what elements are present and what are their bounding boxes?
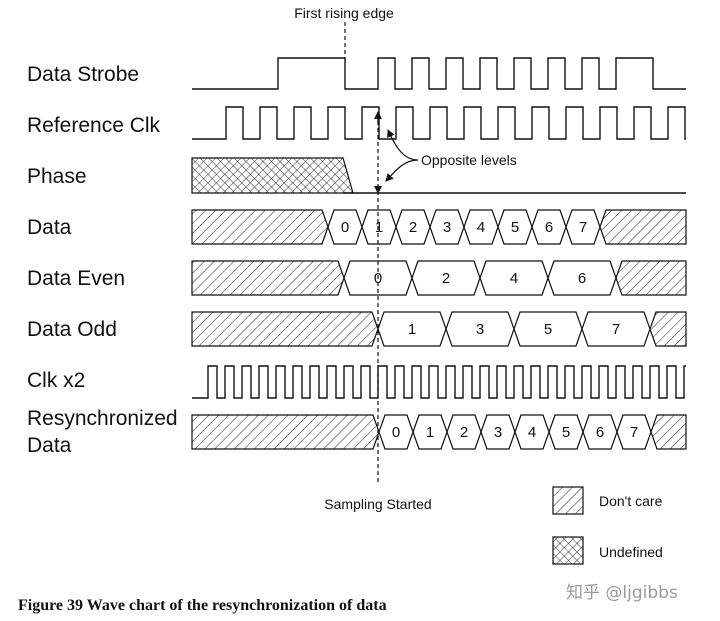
resync-data-bus-tail bbox=[650, 414, 687, 450]
data-odd-bus-value: 1 bbox=[408, 321, 416, 338]
data-even-bus-tail bbox=[615, 260, 687, 296]
resync-data-bus-value: 5 bbox=[562, 424, 570, 441]
legend-dont-care-swatch bbox=[552, 486, 584, 515]
opposite-arrow-down bbox=[385, 159, 419, 182]
data-bus-tail bbox=[599, 209, 687, 245]
resync-data-bus-value: 6 bbox=[596, 424, 604, 441]
data-strobe-wave bbox=[192, 57, 686, 90]
resync-data-bus-value: 2 bbox=[460, 424, 468, 441]
label-resynchronized: Resynchronized bbox=[27, 407, 178, 430]
label-resynchronized-data: Data bbox=[27, 434, 72, 457]
data-odd-bus-value: 5 bbox=[544, 321, 552, 338]
label-data-even: Data Even bbox=[27, 267, 125, 290]
reference-clk-wave bbox=[192, 106, 686, 140]
data-odd-bus-value: 3 bbox=[476, 321, 484, 338]
resync-data-bus-value: 0 bbox=[392, 424, 400, 441]
label-data: Data bbox=[27, 216, 72, 239]
data-bus-value: 6 bbox=[545, 219, 553, 236]
label-phase: Phase bbox=[27, 165, 87, 188]
resync-data-bus-lead bbox=[191, 414, 380, 450]
label-clk-x2: Clk x2 bbox=[27, 369, 85, 392]
data-bus-value: 4 bbox=[477, 219, 485, 236]
data-bus-value: 3 bbox=[443, 219, 451, 236]
annotation-opposite-levels: Opposite levels bbox=[421, 152, 517, 168]
label-data-strobe: Data Strobe bbox=[27, 63, 139, 86]
data-odd-bus-tail bbox=[649, 311, 687, 347]
waveforms: 012345670246135701234567 bbox=[191, 57, 687, 450]
data-bus-value: 1 bbox=[375, 219, 383, 236]
data-odd-bus-lead bbox=[191, 311, 379, 347]
annotation-sampling-started: Sampling Started bbox=[324, 496, 431, 512]
data-even-bus-value: 6 bbox=[578, 270, 586, 287]
data-bus-value: 7 bbox=[579, 219, 587, 236]
data-bus-value: 5 bbox=[511, 219, 519, 236]
legend-undefined-swatch bbox=[552, 536, 584, 565]
data-bus-value: 0 bbox=[341, 219, 349, 236]
data-bus-lead bbox=[191, 209, 329, 245]
label-data-odd: Data Odd bbox=[27, 318, 117, 341]
annotation-first-rising-edge: First rising edge bbox=[294, 5, 394, 21]
data-even-bus-lead bbox=[191, 260, 345, 296]
resync-data-bus-value: 4 bbox=[528, 424, 536, 441]
data-even-bus-value: 4 bbox=[510, 270, 518, 287]
resync-data-bus-value: 3 bbox=[494, 424, 502, 441]
resync-data-bus-value: 7 bbox=[630, 424, 638, 441]
legend-undefined-label: Undefined bbox=[599, 544, 663, 560]
data-bus-value: 2 bbox=[409, 219, 417, 236]
legend-dont-care-label: Don't care bbox=[599, 493, 663, 509]
data-odd-bus-value: 7 bbox=[612, 321, 620, 338]
label-reference-clk: Reference Clk bbox=[27, 114, 161, 137]
watermark: 知乎 @ljgibbs bbox=[566, 583, 678, 603]
resync-data-bus-value: 1 bbox=[426, 424, 434, 441]
phase-undefined-region bbox=[191, 157, 354, 194]
data-even-bus-value: 2 bbox=[442, 270, 450, 287]
figure-caption: Figure 39 Wave chart of the resynchroniz… bbox=[18, 597, 387, 614]
clk-x2-wave bbox=[192, 365, 686, 399]
